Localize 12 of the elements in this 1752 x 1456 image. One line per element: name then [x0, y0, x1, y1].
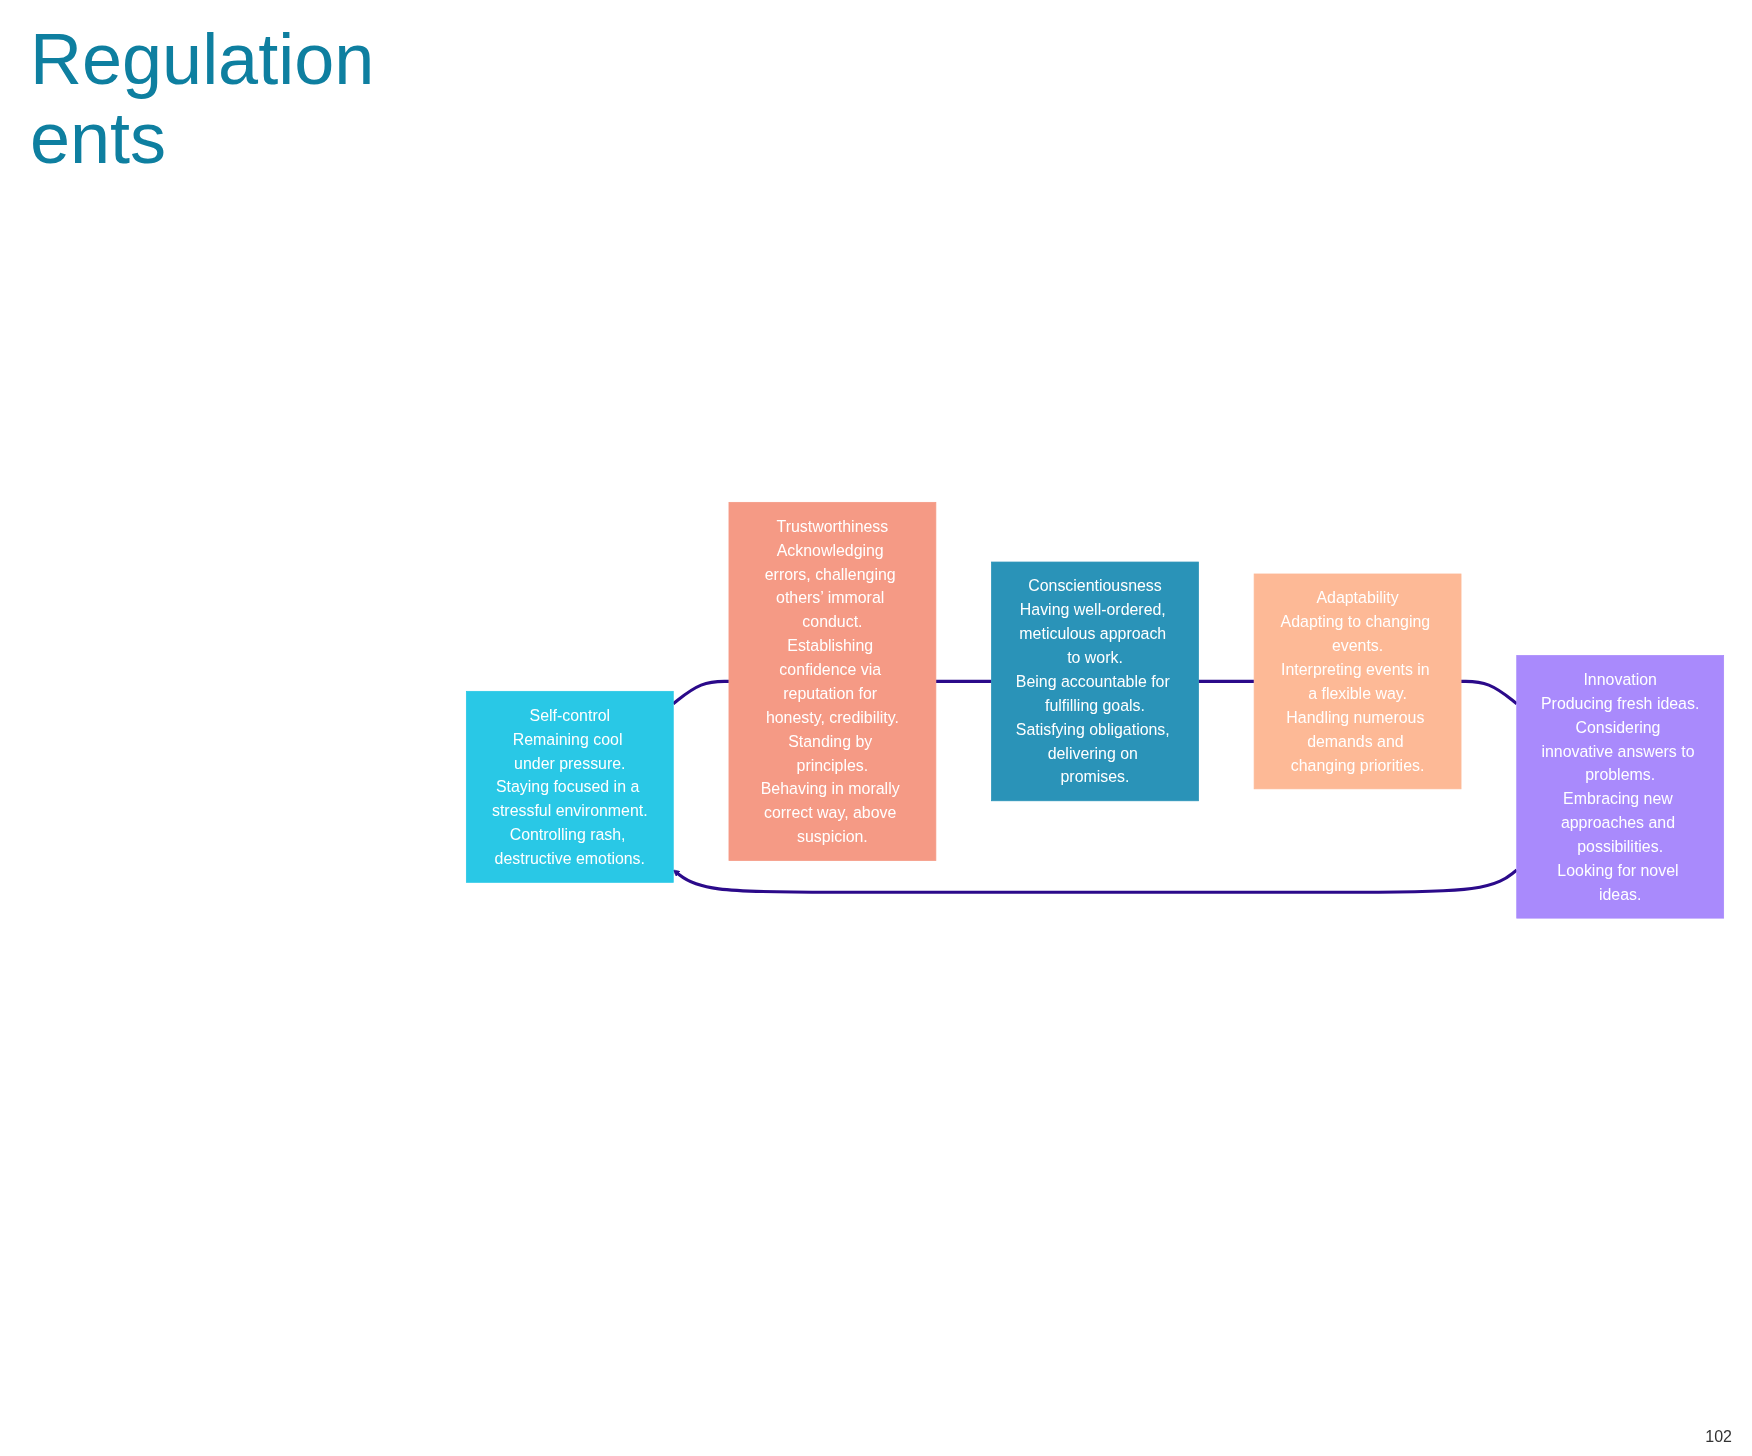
node-box: Innovation Producing fresh ideas. Considering innovative answers to problems. Embracing new approaches and possibilities. Looking for novel ideas.	[1516, 654, 1725, 919]
node-box: Conscientiousness Having well-ordered, meticulous approach to work. Being accountable for fulfilling goals. Satisfying obligations, delivering on promises.	[991, 561, 1199, 801]
connector	[1198, 679, 1255, 683]
connector	[1461, 679, 1518, 705]
connector	[935, 679, 992, 683]
diagram-title: Regulation ents	[30, 20, 376, 179]
arrow	[672, 868, 1518, 894]
node-box: Trustworthiness Acknowledging errors, challenging others’ immoral conduct. Establishing confidence via reputation for honesty, credibility. Standing by principles. Behaving in morally correct way, above suspicion.	[728, 501, 937, 861]
node-box: Adaptability Adapting to changing events. Interpreting events in a flexible way. Handling numerous demands and changing priorities.	[1253, 573, 1462, 789]
node-box: Self-control Remaining cool under pressure. Staying focused in a stressful environment. Controlling rash, destructive emotions.	[465, 690, 674, 883]
connector	[672, 679, 729, 705]
page-number: 102	[1705, 1428, 1732, 1446]
